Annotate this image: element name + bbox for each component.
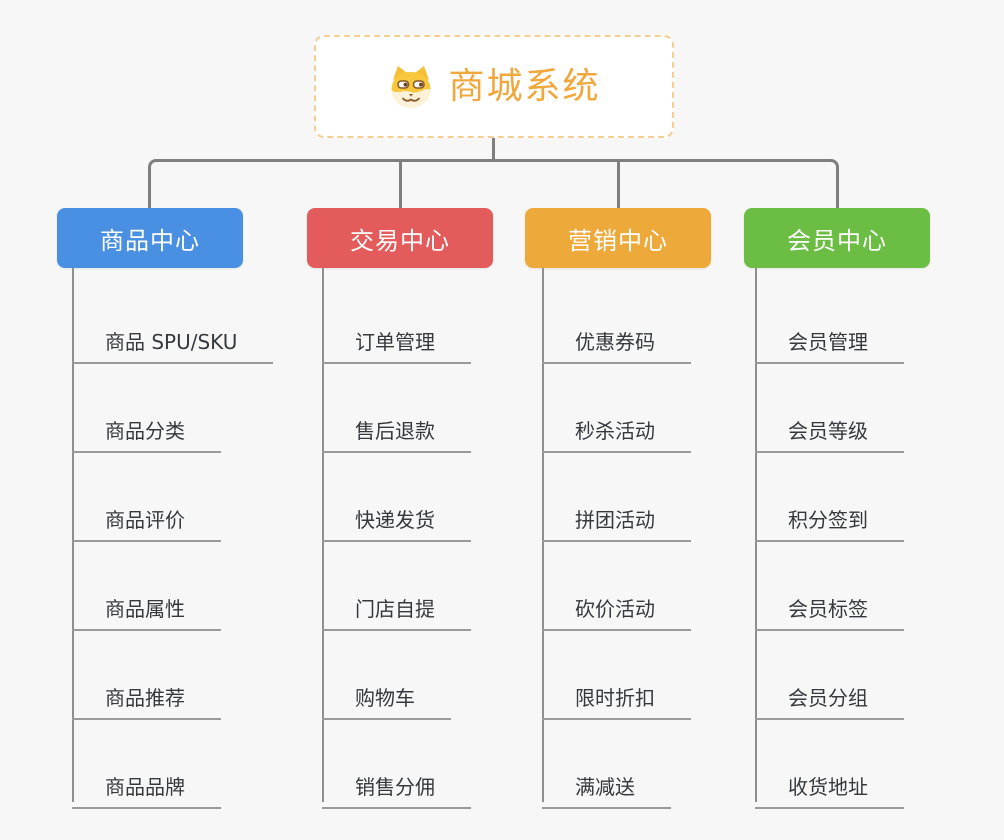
leaf-node[interactable]: 收货地址 (755, 760, 904, 809)
branch-node-marketing-center[interactable]: 营销中心 (525, 208, 711, 268)
root-node[interactable]: 商城系统 (314, 35, 674, 138)
branch-label: 营销中心 (568, 226, 668, 255)
dog-face-icon (391, 65, 431, 108)
leaf-node[interactable]: 砍价活动 (542, 582, 691, 631)
root-title: 商城系统 (448, 65, 601, 107)
connector-drop-trade (399, 162, 402, 208)
leaf-node[interactable]: 限时折扣 (542, 671, 691, 720)
leaf-node[interactable]: 商品品牌 (72, 760, 221, 809)
branch-label: 商品中心 (100, 226, 200, 255)
connector-spine (72, 268, 74, 802)
connector-spine (542, 268, 544, 802)
leaf-node[interactable]: 商品评价 (72, 493, 221, 542)
branch-node-member-center[interactable]: 会员中心 (744, 208, 930, 268)
leaf-node[interactable]: 订单管理 (322, 315, 471, 364)
leaf-node[interactable]: 商品分类 (72, 404, 221, 453)
leaf-node[interactable]: 售后退款 (322, 404, 471, 453)
connector-spine (755, 268, 757, 802)
connector-root-drop (492, 138, 495, 161)
branch-node-goods-center[interactable]: 商品中心 (57, 208, 243, 268)
branch-label: 会员中心 (787, 226, 887, 255)
leaf-node[interactable]: 商品推荐 (72, 671, 221, 720)
leaf-node[interactable]: 拼团活动 (542, 493, 691, 542)
leaf-node[interactable]: 优惠券码 (542, 315, 691, 364)
connector-bus (148, 159, 839, 208)
leaf-node[interactable]: 满减送 (542, 760, 671, 809)
leaf-node[interactable]: 快递发货 (322, 493, 471, 542)
leaf-node[interactable]: 积分签到 (755, 493, 904, 542)
connector-spine (322, 268, 324, 802)
leaf-node[interactable]: 商品 SPU/SKU (72, 315, 274, 364)
leaf-node[interactable]: 销售分佣 (322, 760, 471, 809)
leaf-node[interactable]: 会员等级 (755, 404, 904, 453)
leaf-node[interactable]: 商品属性 (72, 582, 221, 631)
leaf-node[interactable]: 会员标签 (755, 582, 904, 631)
leaf-node[interactable]: 购物车 (322, 671, 451, 720)
leaf-node[interactable]: 会员管理 (755, 315, 904, 364)
leaf-node[interactable]: 门店自提 (322, 582, 471, 631)
branch-node-trade-center[interactable]: 交易中心 (307, 208, 493, 268)
leaf-node[interactable]: 会员分组 (755, 671, 904, 720)
leaf-node[interactable]: 秒杀活动 (542, 404, 691, 453)
branch-label: 交易中心 (350, 226, 450, 255)
connector-drop-marketing (617, 162, 620, 208)
